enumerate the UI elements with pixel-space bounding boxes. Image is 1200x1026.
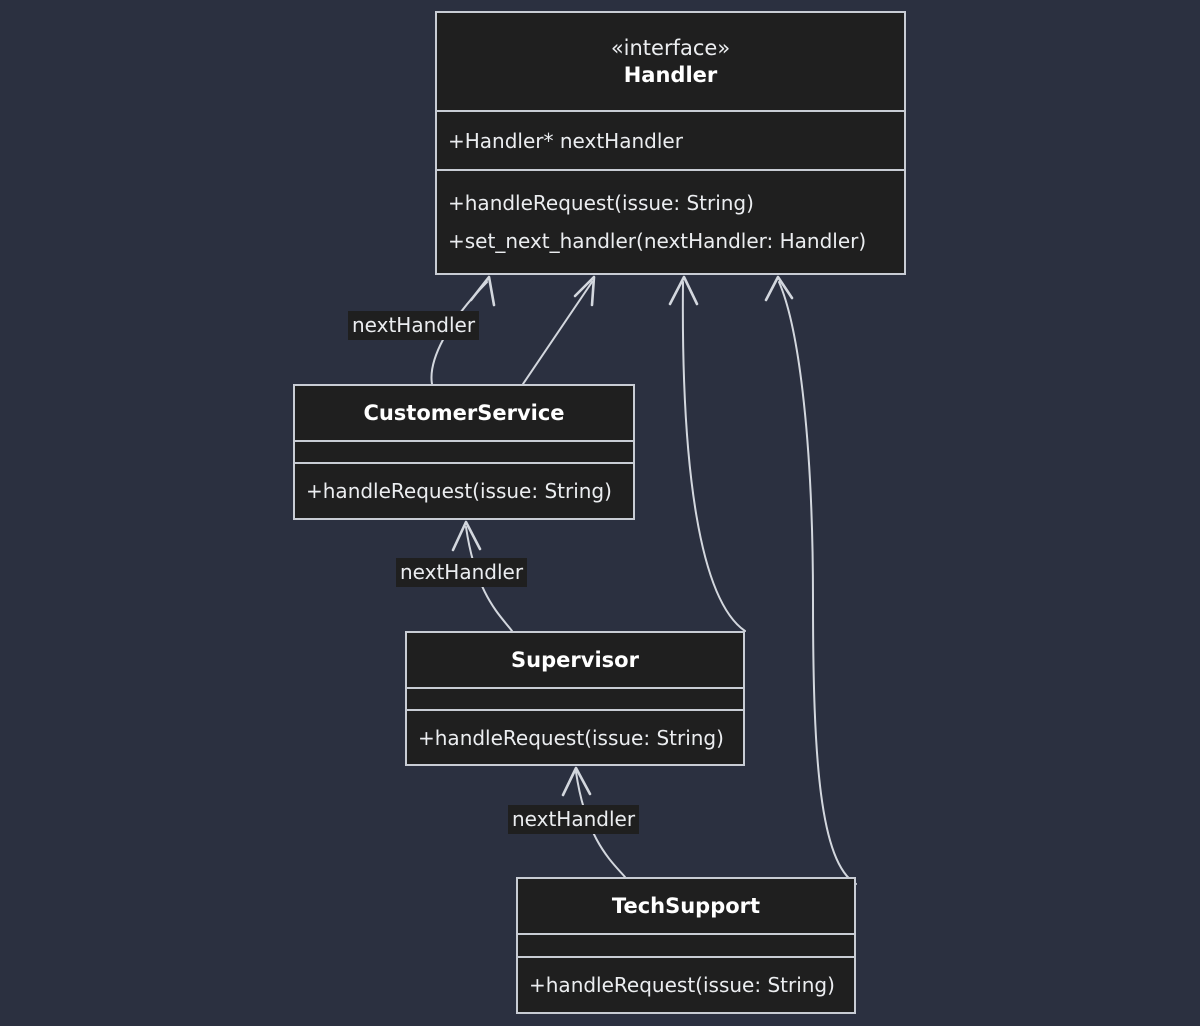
techsupport-method-0: +handleRequest(issue: String) — [529, 973, 835, 997]
class-box-supervisor[interactable]: Supervisor +handleRequest(issue: String) — [405, 631, 745, 766]
edge-customerservice-handler-realization — [522, 275, 596, 385]
customerservice-class-name: CustomerService — [363, 400, 565, 425]
customerservice-methods-compartment: +handleRequest(issue: String) — [295, 462, 633, 518]
handler-stereotype: «interface» — [610, 35, 731, 60]
edge-supervisor-handler-realization — [668, 275, 746, 632]
supervisor-attributes-compartment — [407, 687, 743, 709]
supervisor-header-compartment: Supervisor — [407, 633, 743, 687]
edge-label-nexthandler-1: nextHandler — [348, 311, 480, 340]
techsupport-class-name: TechSupport — [611, 893, 761, 918]
handler-attributes-compartment: +Handler* nextHandler — [437, 110, 904, 169]
handler-class-name: Handler — [623, 62, 718, 87]
edge-label-nexthandler-3: nextHandler — [508, 805, 640, 834]
customerservice-attributes-compartment — [295, 440, 633, 462]
class-box-techsupport[interactable]: TechSupport +handleRequest(issue: String… — [516, 877, 856, 1014]
handler-attribute-0: +Handler* nextHandler — [448, 128, 683, 153]
handler-header-compartment: «interface» Handler — [437, 13, 904, 110]
customerservice-method-0: +handleRequest(issue: String) — [306, 479, 612, 503]
supervisor-methods-compartment: +handleRequest(issue: String) — [407, 709, 743, 764]
supervisor-class-name: Supervisor — [511, 647, 639, 672]
class-box-customerservice[interactable]: CustomerService +handleRequest(issue: St… — [293, 384, 635, 520]
edge-label-nexthandler-2: nextHandler — [396, 558, 528, 587]
handler-method-0: +handleRequest(issue: String) — [448, 191, 754, 215]
techsupport-methods-compartment: +handleRequest(issue: String) — [518, 956, 854, 1012]
supervisor-method-0: +handleRequest(issue: String) — [418, 725, 724, 750]
handler-methods-compartment: +handleRequest(issue: String) +set_next_… — [437, 169, 904, 273]
handler-method-1: +set_next_handler(nextHandler: Handler) — [448, 229, 867, 253]
customerservice-header-compartment: CustomerService — [295, 386, 633, 440]
techsupport-header-compartment: TechSupport — [518, 879, 854, 933]
techsupport-attributes-compartment — [518, 933, 854, 956]
class-box-handler[interactable]: «interface» Handler +Handler* nextHandle… — [435, 11, 906, 275]
edge-techsupport-handler-realization — [764, 275, 857, 885]
